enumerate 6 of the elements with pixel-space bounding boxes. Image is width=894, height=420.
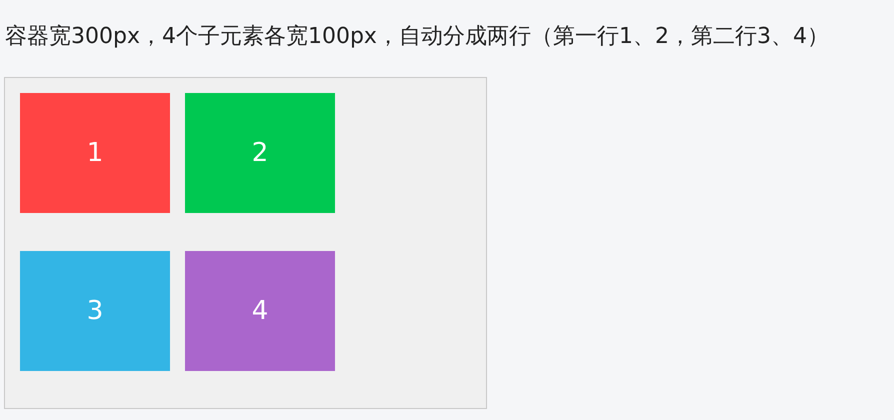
flex-item: 4 xyxy=(185,251,335,371)
flex-item: 3 xyxy=(20,251,170,371)
flex-item: 1 xyxy=(20,93,170,213)
flex-item: 2 xyxy=(185,93,335,213)
heading-text: 容器宽300px，4个子元素各宽100px，自动分成两行（第一行1、2，第二行3、4） xyxy=(5,23,829,51)
container-panel xyxy=(4,77,487,409)
